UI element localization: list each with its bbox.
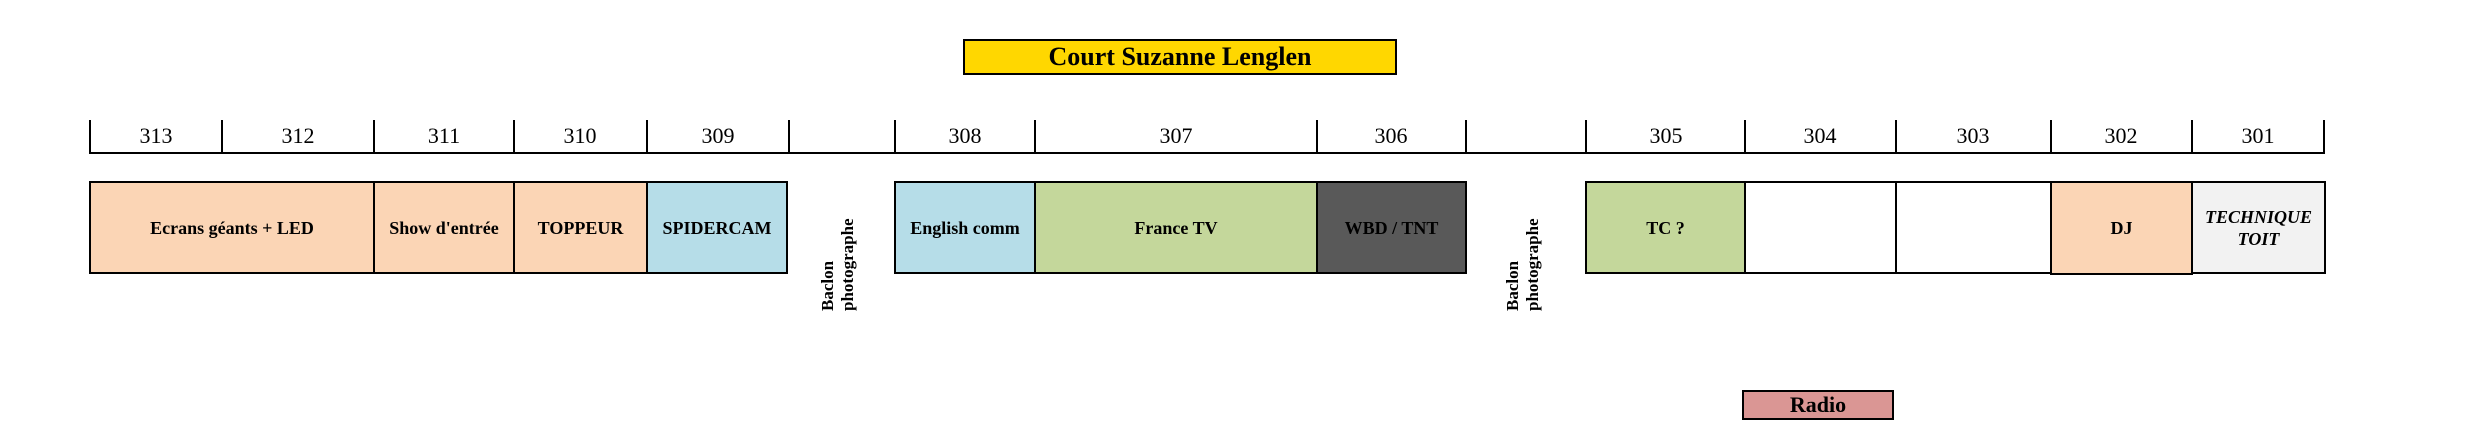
ruler-number-312: 312: [281, 123, 315, 148]
ruler-tick: [1585, 120, 1587, 154]
box-show-label: Show d'entrée: [389, 217, 499, 238]
box-tc-label: TC ?: [1646, 217, 1685, 238]
ruler-tick: [894, 120, 896, 154]
box-tc: TC ?: [1585, 181, 1746, 274]
box-dj-label: DJ: [2110, 218, 2133, 238]
ruler-tick: [1316, 120, 1318, 154]
box-wbd-tnt: WBD / TNT: [1316, 181, 1467, 274]
box-spidercam-label: SPIDERCAM: [662, 217, 772, 238]
box-304: [1744, 181, 1897, 274]
ruler-number-306: 306: [1374, 123, 1408, 148]
box-technique-toit: TECHNIQUE TOIT: [2191, 181, 2326, 274]
ruler-tick: [221, 120, 223, 154]
ruler-tick: [2050, 120, 2052, 154]
box-technique-label: TECHNIQUE TOIT: [2204, 206, 2312, 249]
court-title: Court Suzanne Lenglen: [963, 39, 1397, 75]
radio-box: Radio: [1742, 390, 1894, 420]
box-ecrans-label: Ecrans géants + LED: [150, 217, 314, 238]
box-france-tv: France TV: [1034, 181, 1318, 274]
box-france-tv-label: France TV: [1134, 217, 1218, 238]
ruler-number-313: 313: [139, 123, 173, 148]
ruler-tick: [646, 120, 648, 154]
ruler-number-304: 304: [1803, 123, 1837, 148]
ruler-tick: [2323, 120, 2325, 154]
ruler-tick: [1034, 120, 1036, 154]
box-303: [1895, 181, 2052, 274]
box-dj: DJ: [2050, 181, 2193, 275]
ruler-tick: [1465, 120, 1467, 154]
ruler-tick: [89, 120, 91, 154]
position-ruler: 313 312 311 310 309 308 307 306 305 304 …: [89, 120, 2325, 154]
box-wbd-label: WBD / TNT: [1344, 217, 1439, 238]
ruler-tick: [513, 120, 515, 154]
ruler-number-308: 308: [948, 123, 982, 148]
ruler-number-305: 305: [1649, 123, 1683, 148]
ruler-tick: [1895, 120, 1897, 154]
ruler-tick: [788, 120, 790, 154]
ruler-tick: [1744, 120, 1746, 154]
box-toppeur: TOPPEUR: [513, 181, 648, 274]
ruler-number-309: 309: [701, 123, 735, 148]
ruler-number-303: 303: [1956, 123, 1990, 148]
ruler-number-302: 302: [2104, 123, 2138, 148]
balcony-label-right: Baclon photographe: [1503, 218, 1542, 311]
box-show-entree: Show d'entrée: [373, 181, 515, 274]
ruler-tick: [2191, 120, 2193, 154]
ruler-baseline: [90, 152, 2325, 154]
box-toppeur-label: TOPPEUR: [537, 217, 624, 238]
ruler-number-301: 301: [2241, 123, 2275, 148]
ruler-number-307: 307: [1159, 123, 1193, 148]
box-english-label: English comm: [910, 217, 1020, 238]
ruler-tick: [373, 120, 375, 154]
ruler-number-311: 311: [427, 123, 461, 148]
balcony-label-left: Baclon photographe: [818, 218, 857, 311]
ruler-number-310: 310: [563, 123, 597, 148]
box-english-comm: English comm: [894, 181, 1036, 274]
box-ecrans-geants: Ecrans géants + LED: [89, 181, 375, 274]
box-spidercam: SPIDERCAM: [646, 181, 788, 274]
